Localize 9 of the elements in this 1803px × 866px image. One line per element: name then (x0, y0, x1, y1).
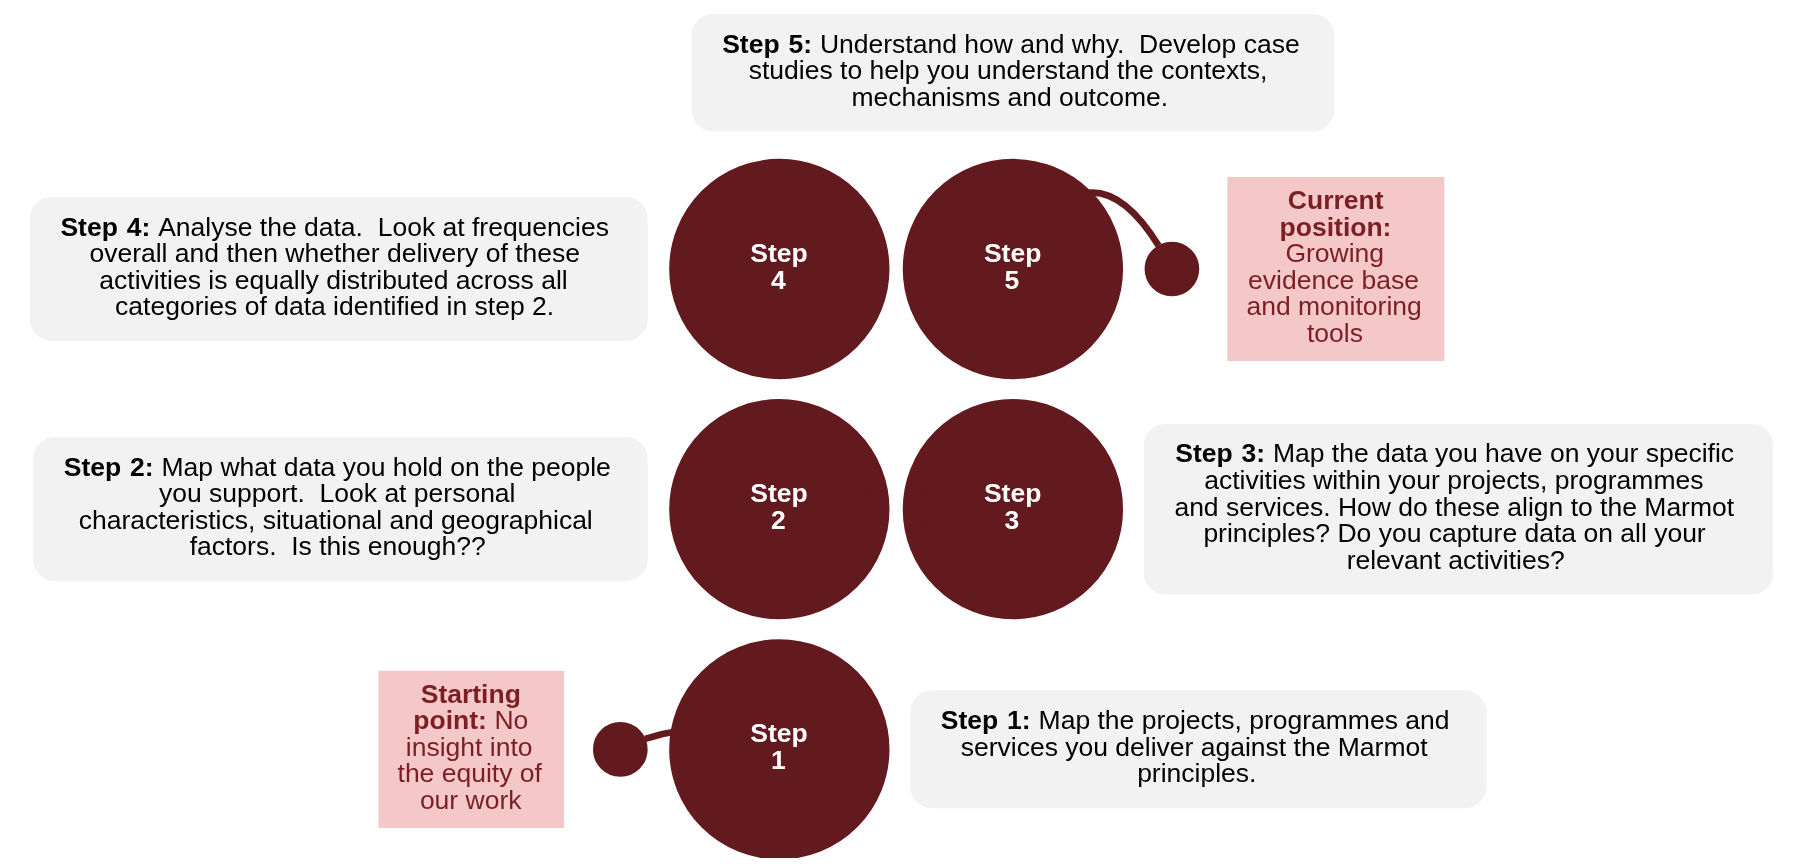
node-box: Current position: Growing evidence base and monitoring tools (1227, 177, 1445, 361)
node-box: Starting point: No insight into the equity of our work (378, 670, 564, 829)
node-circle: Step 1 (669, 639, 890, 858)
node-circle: Step 3 (902, 399, 1124, 620)
node-circle: Step 5 (902, 158, 1124, 380)
node-circle: Step 4 (669, 158, 890, 380)
node-circle (593, 722, 648, 777)
node-circle: Step 2 (669, 399, 890, 620)
node-circle (1144, 241, 1200, 297)
